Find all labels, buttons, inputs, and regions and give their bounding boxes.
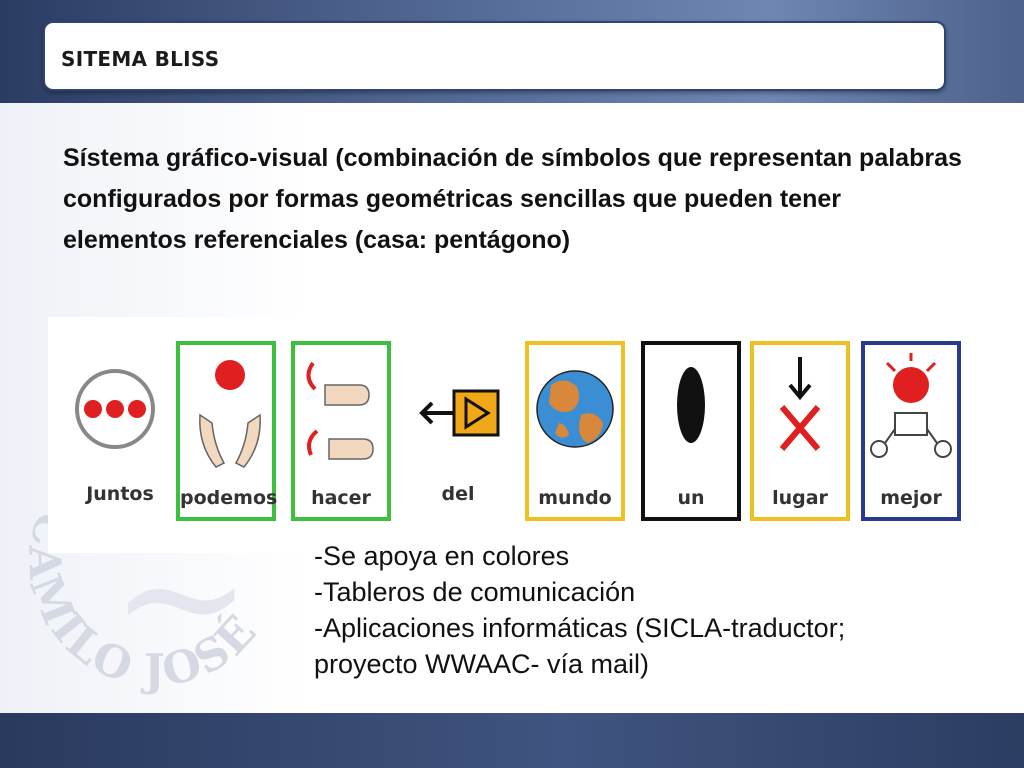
globe-icon bbox=[536, 370, 614, 448]
footer-band bbox=[0, 713, 1024, 768]
raised-hands-icon bbox=[199, 360, 261, 468]
card-label: Juntos bbox=[86, 483, 154, 505]
three-dots-circle-icon bbox=[75, 369, 155, 449]
slide-title: SITEMA BLISS bbox=[61, 47, 220, 71]
card-label: del bbox=[441, 483, 475, 505]
card-label: un bbox=[677, 487, 705, 509]
bullet-item: -Tableros de comunicación bbox=[314, 577, 636, 607]
bliss-card-juntos: Juntos bbox=[70, 341, 170, 521]
bliss-card-lugar: lugar bbox=[750, 341, 850, 521]
arrow-down-x-icon bbox=[779, 357, 821, 451]
black-ellipse-icon bbox=[677, 367, 705, 443]
card-label: mundo bbox=[538, 487, 612, 509]
better-person-icon bbox=[870, 353, 952, 458]
bullet-list: -Se apoya en colores -Tableros de comuni… bbox=[314, 538, 934, 682]
bliss-card-podemos: podemos bbox=[176, 341, 278, 521]
card-label: hacer bbox=[311, 487, 371, 509]
bliss-card-hacer: hacer bbox=[291, 341, 391, 521]
bullet-item: -Se apoya en colores bbox=[314, 541, 570, 571]
title-box: SITEMA BLISS bbox=[43, 21, 946, 91]
card-label: podemos bbox=[180, 487, 278, 509]
bliss-card-mundo: mundo bbox=[525, 341, 625, 521]
bliss-card-mejor: mejor bbox=[861, 341, 961, 521]
arrow-from-triangle-icon bbox=[419, 389, 500, 437]
card-label: mejor bbox=[880, 487, 942, 509]
main-paragraph: Sístema gráfico-visual (combinación de s… bbox=[63, 144, 962, 254]
bullet-item: -Aplicaciones informáticas (SICLA-traduc… bbox=[314, 613, 846, 679]
bliss-symbol-strip: Juntos podemos hacer del bbox=[48, 317, 971, 553]
bliss-card-del: del bbox=[408, 341, 508, 521]
working-hands-icon bbox=[306, 361, 374, 460]
card-label: lugar bbox=[772, 487, 828, 509]
bliss-card-un: un bbox=[641, 341, 741, 521]
